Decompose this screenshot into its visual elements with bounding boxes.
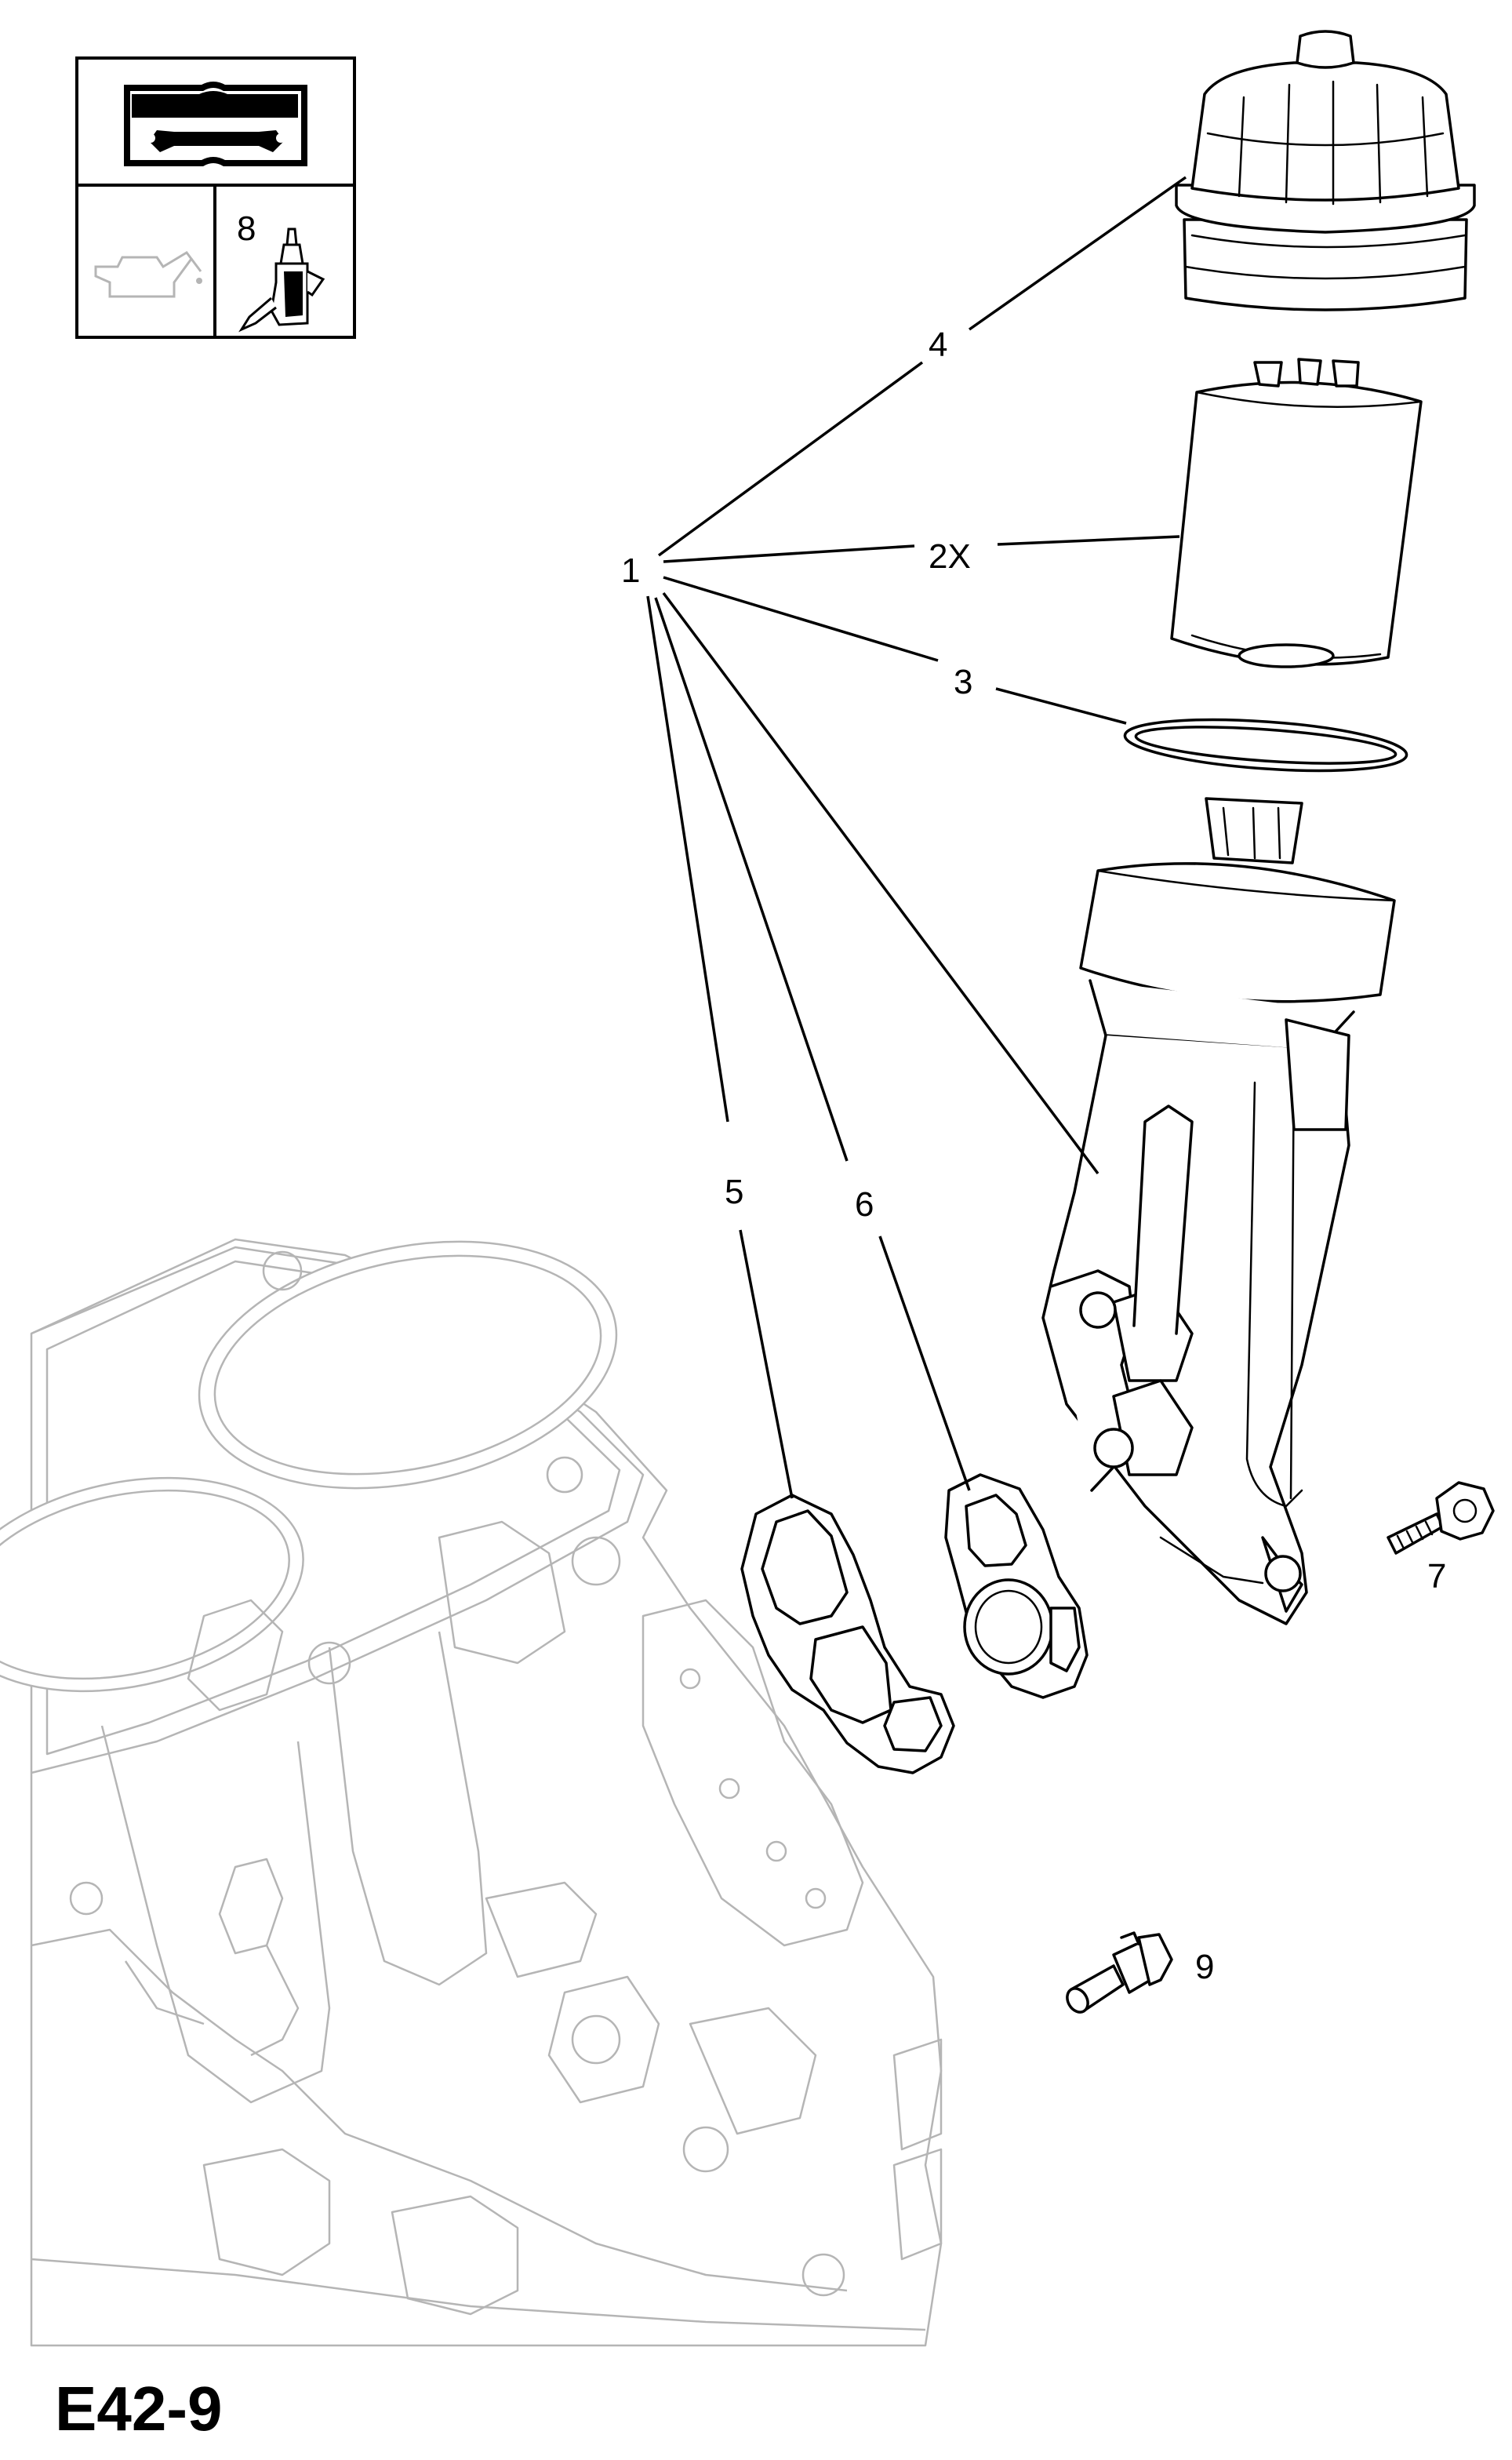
sealant-tube-icon (238, 227, 325, 333)
engine-block-outline (0, 1238, 943, 2347)
legend-box: 8 (75, 56, 356, 339)
callout-4: 4 (929, 326, 947, 364)
sealant-label: 8 (237, 209, 256, 248)
o-ring (1123, 718, 1408, 773)
callout-2x: 2X (929, 537, 971, 576)
gasket-6 (944, 1473, 1089, 1699)
manual-wrench-book-icon (124, 82, 307, 166)
callout-1: 1 (621, 551, 640, 590)
oil-pressure-switch-9 (1066, 1931, 1173, 2014)
leader-lines (646, 176, 1187, 1499)
diagram-code: E42-9 (55, 2374, 222, 2444)
oil-filter-housing (1041, 797, 1396, 1625)
callout-5: 5 (725, 1173, 743, 1211)
callout-3: 3 (954, 663, 972, 701)
callout-7: 7 (1427, 1557, 1446, 1596)
oil-can-icon (94, 251, 202, 298)
callout-6: 6 (855, 1185, 874, 1224)
oil-filter-cap (1175, 30, 1476, 311)
gasket-5 (740, 1494, 955, 1774)
callout-9: 9 (1195, 1948, 1214, 1986)
oil-filter-element (1170, 358, 1423, 668)
bolt-7 (1387, 1481, 1495, 1555)
